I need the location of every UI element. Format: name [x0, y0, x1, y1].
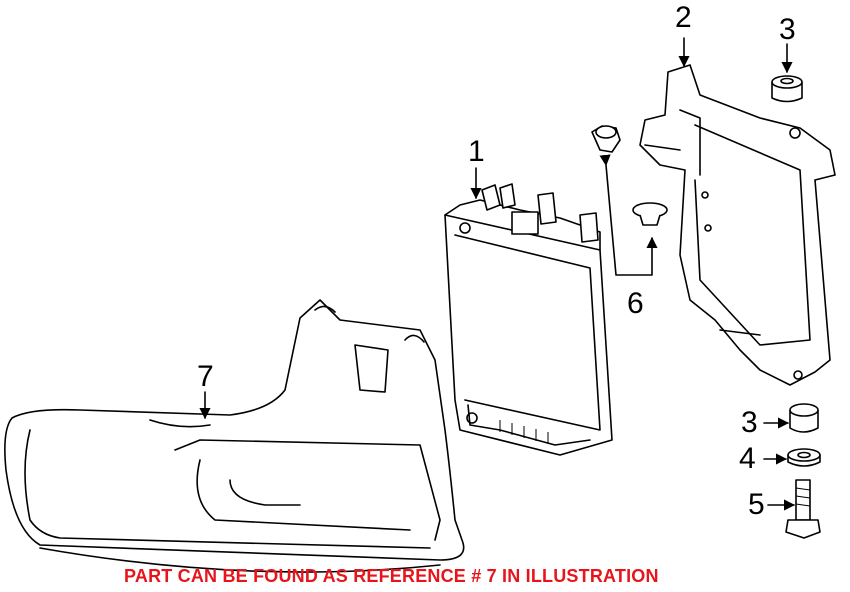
callout-7: 7 — [197, 360, 214, 393]
reference-caption: PART CAN BE FOUND AS REFERENCE # 7 IN IL… — [124, 566, 659, 586]
bolt-part-5 — [785, 479, 821, 539]
bracket-part-2 — [639, 64, 836, 386]
grommet-part-3-top — [771, 75, 803, 103]
callout-3-top: 3 — [779, 13, 796, 46]
callout-5: 5 — [748, 488, 765, 521]
headlight-housing-part-7 — [4, 299, 465, 573]
washer-part-4 — [787, 448, 821, 467]
callout-6: 6 — [627, 287, 644, 320]
grommet-part-3-lower — [789, 403, 819, 433]
callout-1: 1 — [468, 135, 485, 168]
callout-2: 2 — [675, 1, 692, 34]
clip-parts-6 — [591, 125, 668, 276]
callout-3-lower: 3 — [741, 406, 758, 439]
leader-arrows — [199, 37, 796, 511]
cooler-part-1 — [444, 183, 613, 456]
callout-4: 4 — [739, 442, 756, 475]
